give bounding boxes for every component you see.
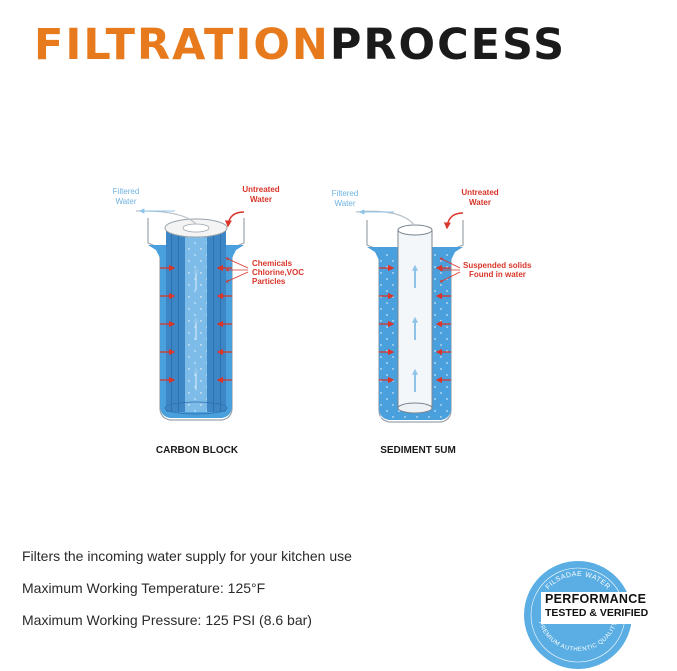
sediment-filtered-label-1: Filtered <box>332 189 359 198</box>
badge-performance-text: PERFORMANCE <box>545 592 647 606</box>
badge-label: PERFORMANCE TESTED & VERIFIED <box>541 592 665 624</box>
spec-usage: Filters the incoming water supply for yo… <box>22 548 352 564</box>
sediment-callout-1: Suspended solids <box>463 261 532 270</box>
page-title: FILTRATIONPROCESS <box>34 20 566 70</box>
carbon-callout-lines <box>225 257 249 283</box>
sediment-caption: SEDIMENT 5UM <box>380 445 456 456</box>
carbon-block-filter: Filtered Water Untreated Water Chemicals… <box>113 185 305 456</box>
carbon-callout-1: Chemicals <box>252 259 293 268</box>
sediment-filtered-label-2: Water <box>334 199 355 208</box>
carbon-callout-3: Particles <box>252 277 286 286</box>
sediment-inflow-arrows <box>379 264 451 384</box>
title-part-filtration: FILTRATION <box>34 20 330 70</box>
carbon-housing <box>147 218 245 421</box>
spec-pressure: Maximum Working Pressure: 125 PSI (8.6 b… <box>22 612 312 628</box>
spec-list: Filters the incoming water supply for yo… <box>22 546 352 642</box>
title-part-process: PROCESS <box>329 20 567 70</box>
carbon-filtered-label-1: Filtered <box>113 187 140 196</box>
sediment-filter: Filtered Water Untreated Water Suspended… <box>332 188 532 456</box>
sediment-callout-lines <box>439 257 461 283</box>
carbon-callout-2: Chlorine,VOC <box>252 268 304 277</box>
filtration-diagram: Filtered Water Untreated Water Chemicals… <box>113 185 532 456</box>
sediment-untreated-label-1: Untreated <box>461 188 498 197</box>
sediment-outlet-pipe <box>355 210 416 227</box>
badge-tested-text: TESTED & VERIFIED <box>545 607 649 619</box>
sediment-inlet-arrow <box>443 212 464 230</box>
carbon-inlet-arrow <box>224 211 245 228</box>
sediment-top-cap <box>397 224 433 236</box>
carbon-untreated-label-2: Water <box>250 195 272 204</box>
performance-badge-seal: FILSADAE WATER PREMIUM AUTHENTIC QUALITY <box>524 561 632 669</box>
carbon-inflow-arrows <box>160 264 232 384</box>
sediment-callout-2: Found in water <box>469 270 526 279</box>
carbon-filtered-label-2: Water <box>115 197 136 206</box>
sediment-untreated-label-2: Water <box>469 198 491 207</box>
spec-temperature: Maximum Working Temperature: 125°F <box>22 580 266 596</box>
carbon-untreated-label-1: Untreated <box>242 185 279 194</box>
carbon-block-caption: CARBON BLOCK <box>156 445 239 456</box>
